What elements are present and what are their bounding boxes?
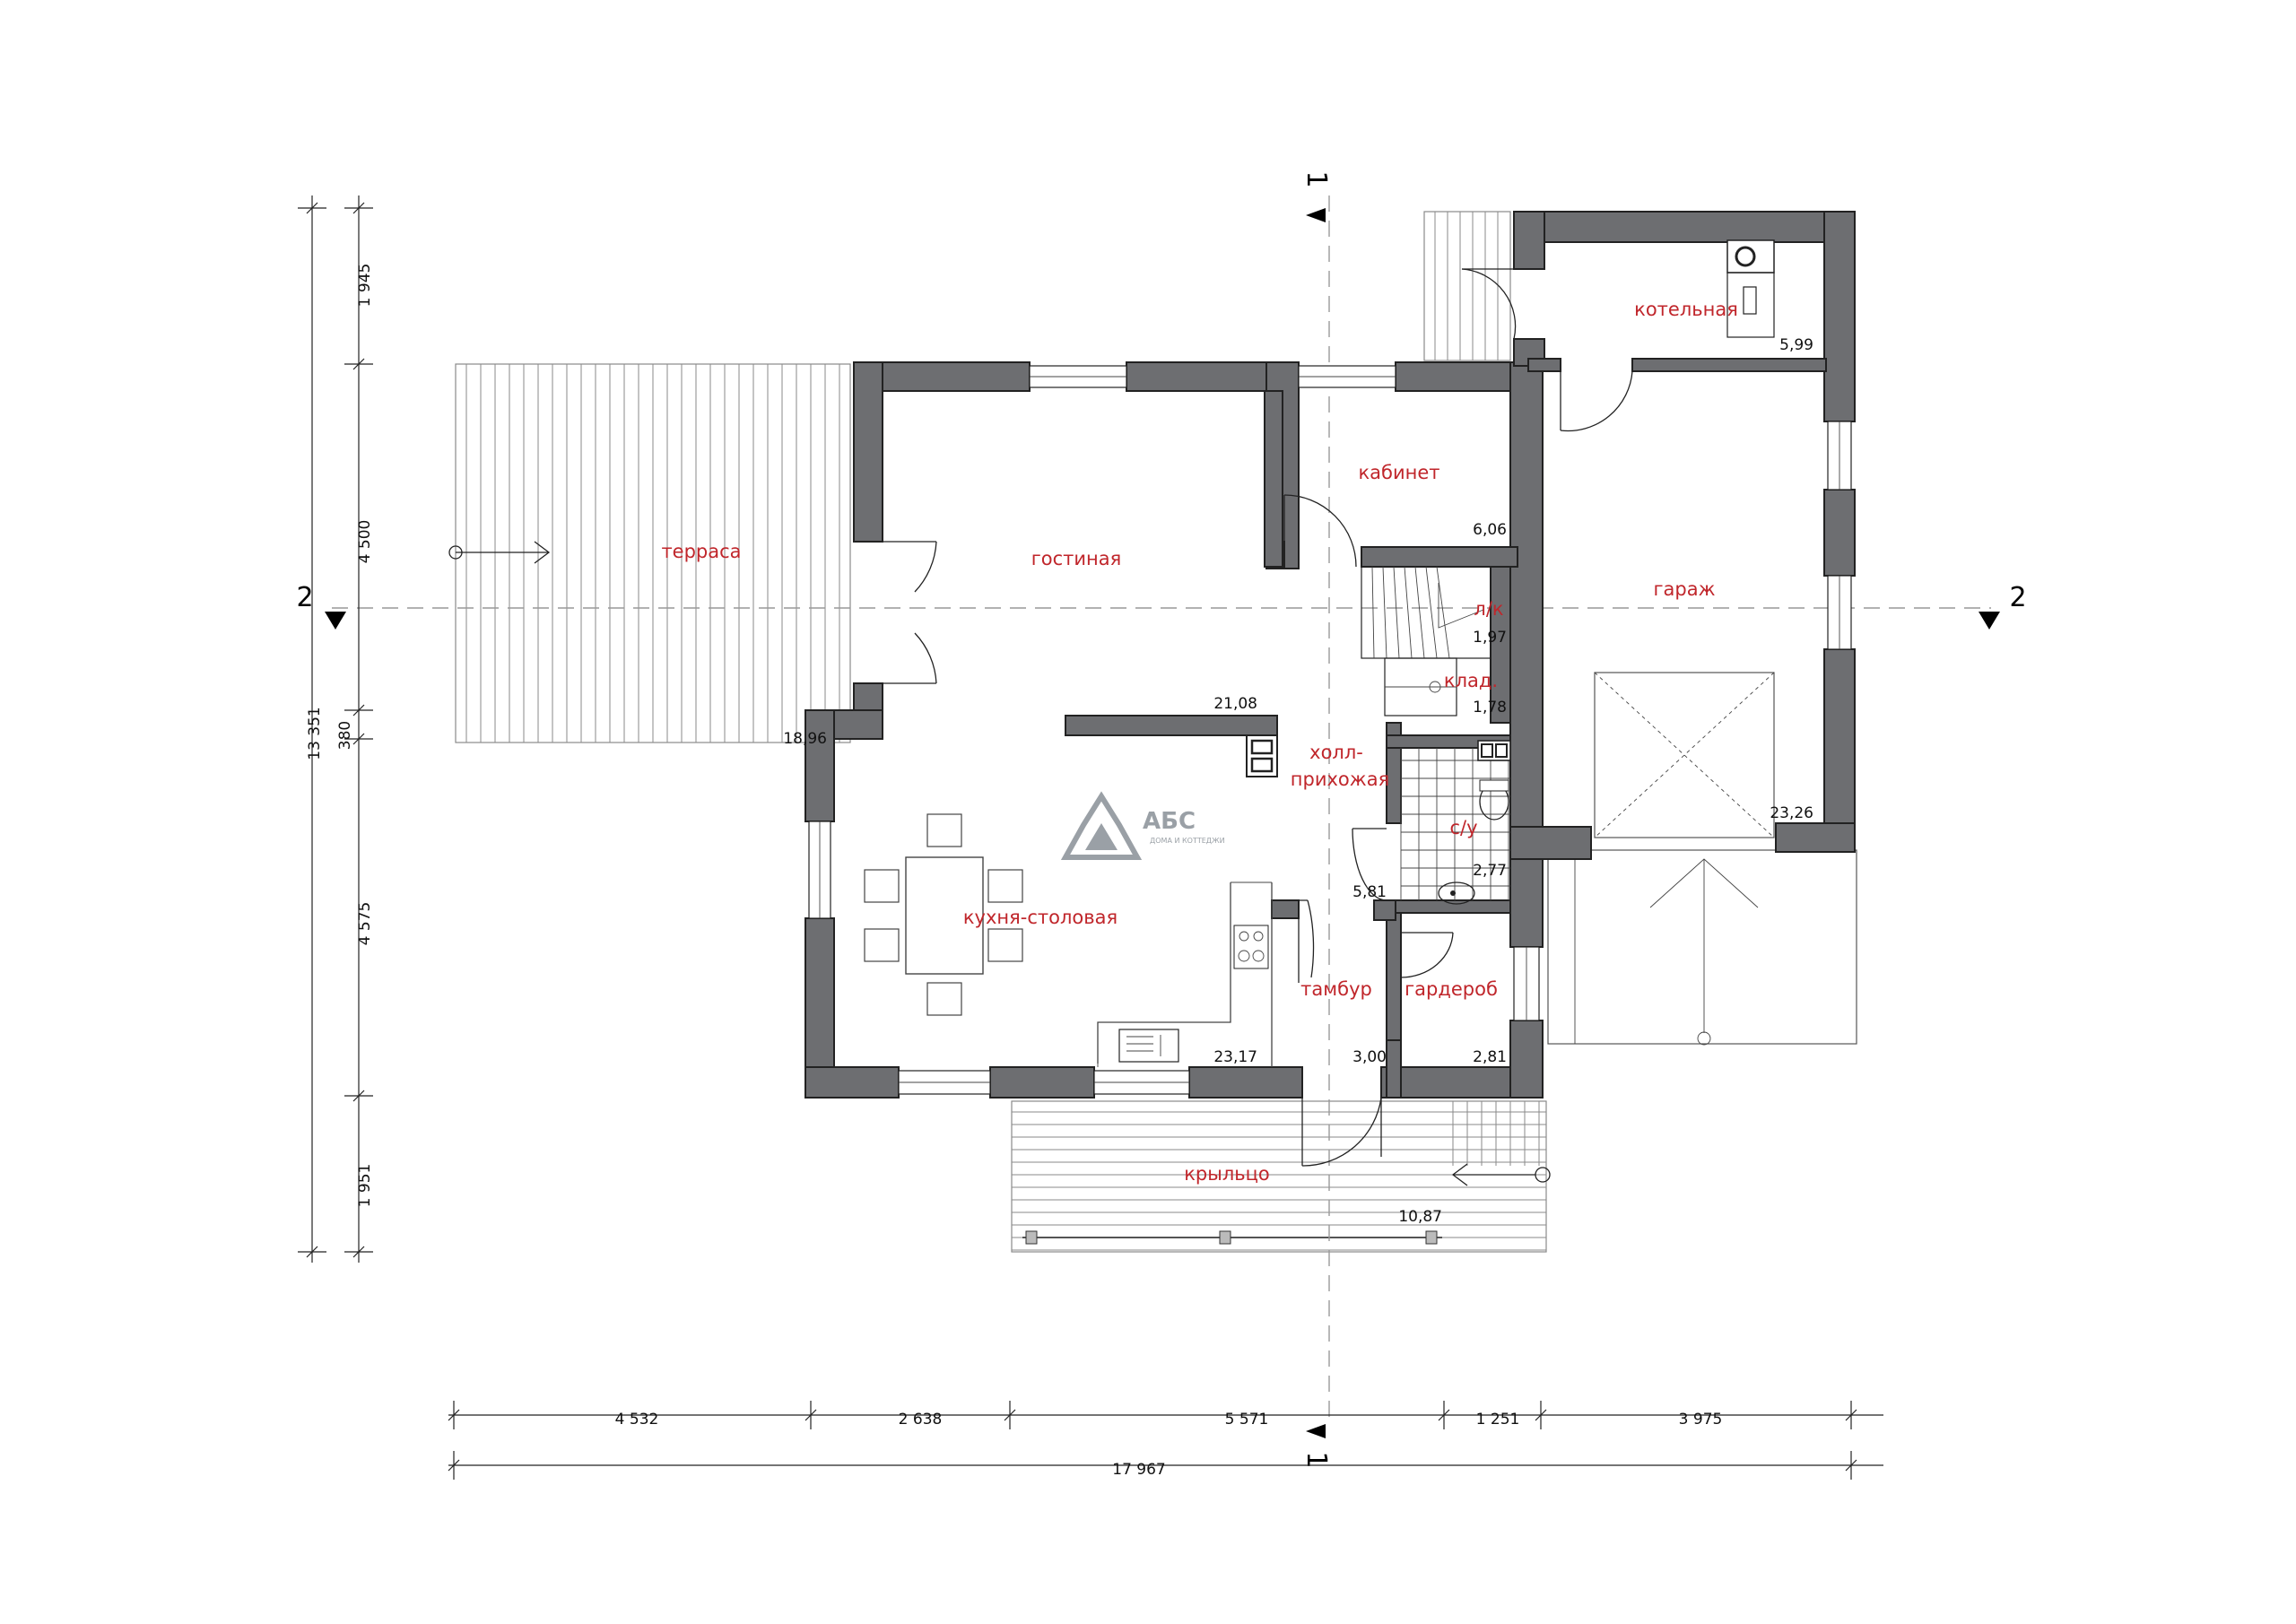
garage-canopy <box>1547 672 1857 1046</box>
left-dimensions: 1 945 4 500 380 4 575 1 951 13 351 <box>298 195 374 1263</box>
hall-label-line1: холл- <box>1309 742 1363 763</box>
windows <box>808 365 1852 1095</box>
wc-fixtures <box>1400 740 1511 905</box>
section-1-top: 1 <box>1300 170 1332 187</box>
dim-bottom-total: 17 967 <box>1112 1461 1165 1479</box>
dim-bottom-2: 2 638 <box>899 1411 943 1429</box>
section-1-bottom: 1 <box>1300 1451 1332 1468</box>
kitchen-units <box>1097 881 1273 1067</box>
porch-label: крыльцо <box>1184 1163 1270 1185</box>
doors <box>857 268 1633 1167</box>
boiler-area: 5,99 <box>1779 336 1813 354</box>
wc-area: 2,77 <box>1473 862 1507 880</box>
logo-title: АБС <box>1143 808 1196 835</box>
garage-area: 23,26 <box>1770 804 1813 822</box>
staircase <box>1361 566 1492 659</box>
stair-label: л/к <box>1474 598 1503 620</box>
stair-area: 1,97 <box>1473 629 1507 647</box>
hall-area: 5,81 <box>1352 883 1387 901</box>
pantry-area: 1,78 <box>1473 699 1507 716</box>
porch-area: 10,87 <box>1398 1208 1442 1226</box>
dim-left-4: 4 575 <box>356 902 374 946</box>
room-labels: терраса 18,96 гостиная 21,08 кабинет 6,0… <box>661 299 1813 1226</box>
living-area: 21,08 <box>1213 695 1257 713</box>
logo-subtitle: ДОМА И КОТТЕДЖИ <box>1150 837 1225 845</box>
dining-set <box>864 813 1023 1016</box>
dim-bottom-4: 1 251 <box>1476 1411 1520 1429</box>
vestibule-label: тамбур <box>1300 978 1372 1000</box>
dim-bottom-1: 4 532 <box>615 1411 659 1429</box>
pantry-shelf <box>1384 657 1457 716</box>
brand-logo: АБС ДОМА И КОТТЕДЖИ <box>1060 791 1225 860</box>
boiler-equipment <box>1726 239 1775 338</box>
section-2-left: 2 <box>296 582 313 613</box>
wardrobe-label: гардероб <box>1405 978 1498 1000</box>
dim-left-2: 4 500 <box>356 520 374 564</box>
living-label: гостиная <box>1031 548 1122 569</box>
terrace-label: терраса <box>661 541 741 562</box>
dim-left-1: 1 945 <box>356 264 374 308</box>
section-markers: 1 1 2 2 <box>296 170 2026 1468</box>
pantry-label: клад. <box>1444 670 1498 691</box>
hall-label-line2: прихожая <box>1291 769 1389 790</box>
terrace-deck <box>448 363 851 743</box>
kitchen-area: 23,17 <box>1213 1048 1257 1066</box>
dim-left-5: 1 951 <box>356 1164 374 1208</box>
walls <box>804 211 1856 1099</box>
dim-bottom-5: 3 975 <box>1679 1411 1723 1429</box>
dim-bottom-3: 5 571 <box>1225 1411 1269 1429</box>
fireplace <box>1246 734 1278 777</box>
wardrobe-area: 2,81 <box>1473 1048 1507 1066</box>
dim-left-total: 13 351 <box>306 707 324 760</box>
bottom-dimensions: 4 532 2 638 5 571 1 251 3 975 17 967 <box>448 1401 1883 1480</box>
porch-deck <box>1011 1100 1551 1253</box>
boiler-steps <box>1423 211 1511 361</box>
terrace-area: 18,96 <box>783 730 827 748</box>
study-area: 6,06 <box>1473 521 1507 539</box>
garage-label: гараж <box>1653 578 1715 600</box>
vestibule-area: 3,00 <box>1352 1048 1387 1066</box>
kitchen-label: кухня-столовая <box>963 907 1118 928</box>
wc-label: с/у <box>1449 817 1477 838</box>
dim-left-3: 380 <box>336 721 354 750</box>
study-label: кабинет <box>1358 462 1439 483</box>
section-axes <box>332 195 1991 1417</box>
boiler-label: котельная <box>1634 299 1738 320</box>
section-2-right: 2 <box>2009 582 2026 613</box>
